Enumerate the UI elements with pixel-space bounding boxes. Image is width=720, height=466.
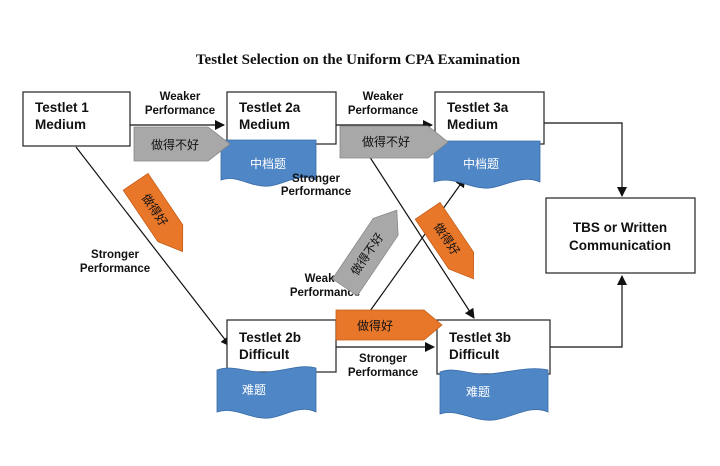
node-testlet-2b: Testlet 2b Difficult — [226, 319, 337, 373]
wave-difficult-2b-text: 难题 — [242, 383, 266, 397]
edge-t3b-tbs — [550, 275, 627, 348]
wave-difficult-2b: 难题 — [216, 366, 317, 419]
grey-arrow-poor-2: 做得不好 — [339, 125, 449, 159]
edge-t1-t2b — [75, 146, 231, 347]
node-testlet-3b-level: Difficult — [449, 347, 500, 362]
node-tbs: TBS or Written Communication — [545, 197, 696, 274]
node-tbs-line2: Communication — [569, 238, 671, 253]
node-testlet-2a-name: Testlet 2a — [239, 100, 301, 115]
label-weaker-3-line2: Performance — [290, 287, 360, 299]
wave-medium-2a: 中档题 — [220, 139, 317, 187]
node-testlet-3a-name: Testlet 3a — [447, 100, 509, 115]
node-testlet-2b-level: Difficult — [239, 347, 290, 362]
node-tbs-line1: TBS or Written — [573, 220, 667, 235]
node-testlet-1-name: Testlet 1 — [35, 100, 89, 115]
label-weaker-1-line1: Weaker — [160, 91, 201, 103]
orange-arrow-good-2: 做得好 — [414, 201, 475, 280]
node-testlet-2b-name: Testlet 2b — [239, 330, 301, 345]
orange-arrow-good-3: 做得好 — [335, 309, 443, 341]
wave-difficult-3b-text: 难题 — [466, 385, 490, 399]
orange-arrow-good-3-text: 做得好 — [357, 318, 393, 333]
diagram-title: Testlet Selection on the Uniform CPA Exa… — [196, 52, 521, 68]
wave-medium-3a: 中档题 — [433, 140, 541, 189]
label-weaker-2-line1: Weaker — [363, 91, 404, 103]
node-testlet-3a: Testlet 3a Medium — [434, 91, 545, 145]
label-stronger-3-line1: Stronger — [359, 353, 407, 365]
node-testlet-1-level: Medium — [35, 117, 86, 132]
grey-arrow-poor-1-text: 做得不好 — [151, 137, 199, 152]
label-weaker-1-line2: Performance — [145, 105, 215, 117]
grey-arrow-poor-3: 做得不好 — [331, 209, 399, 297]
node-testlet-2a: Testlet 2a Medium — [226, 91, 337, 145]
edge-t3a-tbs — [544, 122, 627, 197]
node-testlet-2a-level: Medium — [239, 117, 290, 132]
node-testlet-3a-level: Medium — [447, 117, 498, 132]
label-stronger-3-line2: Performance — [348, 367, 418, 379]
wave-medium-2a-text: 中档题 — [250, 156, 286, 171]
label-weaker-2-line2: Performance — [348, 105, 418, 117]
node-testlet-1: Testlet 1 Medium — [22, 91, 131, 147]
label-stronger-1-line2: Performance — [80, 263, 150, 275]
grey-arrow-poor-2-text: 做得不好 — [362, 134, 410, 149]
edge-t2b-t3a — [364, 177, 466, 319]
label-stronger-2-line1: Stronger — [292, 173, 340, 185]
label-stronger-1-line1: Stronger — [91, 249, 139, 261]
grey-arrow-poor-1: 做得不好 — [133, 126, 231, 162]
node-testlet-3b: Testlet 3b Difficult — [436, 319, 551, 375]
wave-difficult-3b: 难题 — [439, 368, 549, 421]
node-testlet-3b-name: Testlet 3b — [449, 330, 511, 345]
orange-arrow-good-1: 做得好 — [122, 172, 184, 253]
wave-medium-3a-text: 中档题 — [463, 156, 499, 171]
edge-t2a-t3b — [361, 144, 475, 319]
label-stronger-2-line2: Performance — [281, 186, 351, 198]
